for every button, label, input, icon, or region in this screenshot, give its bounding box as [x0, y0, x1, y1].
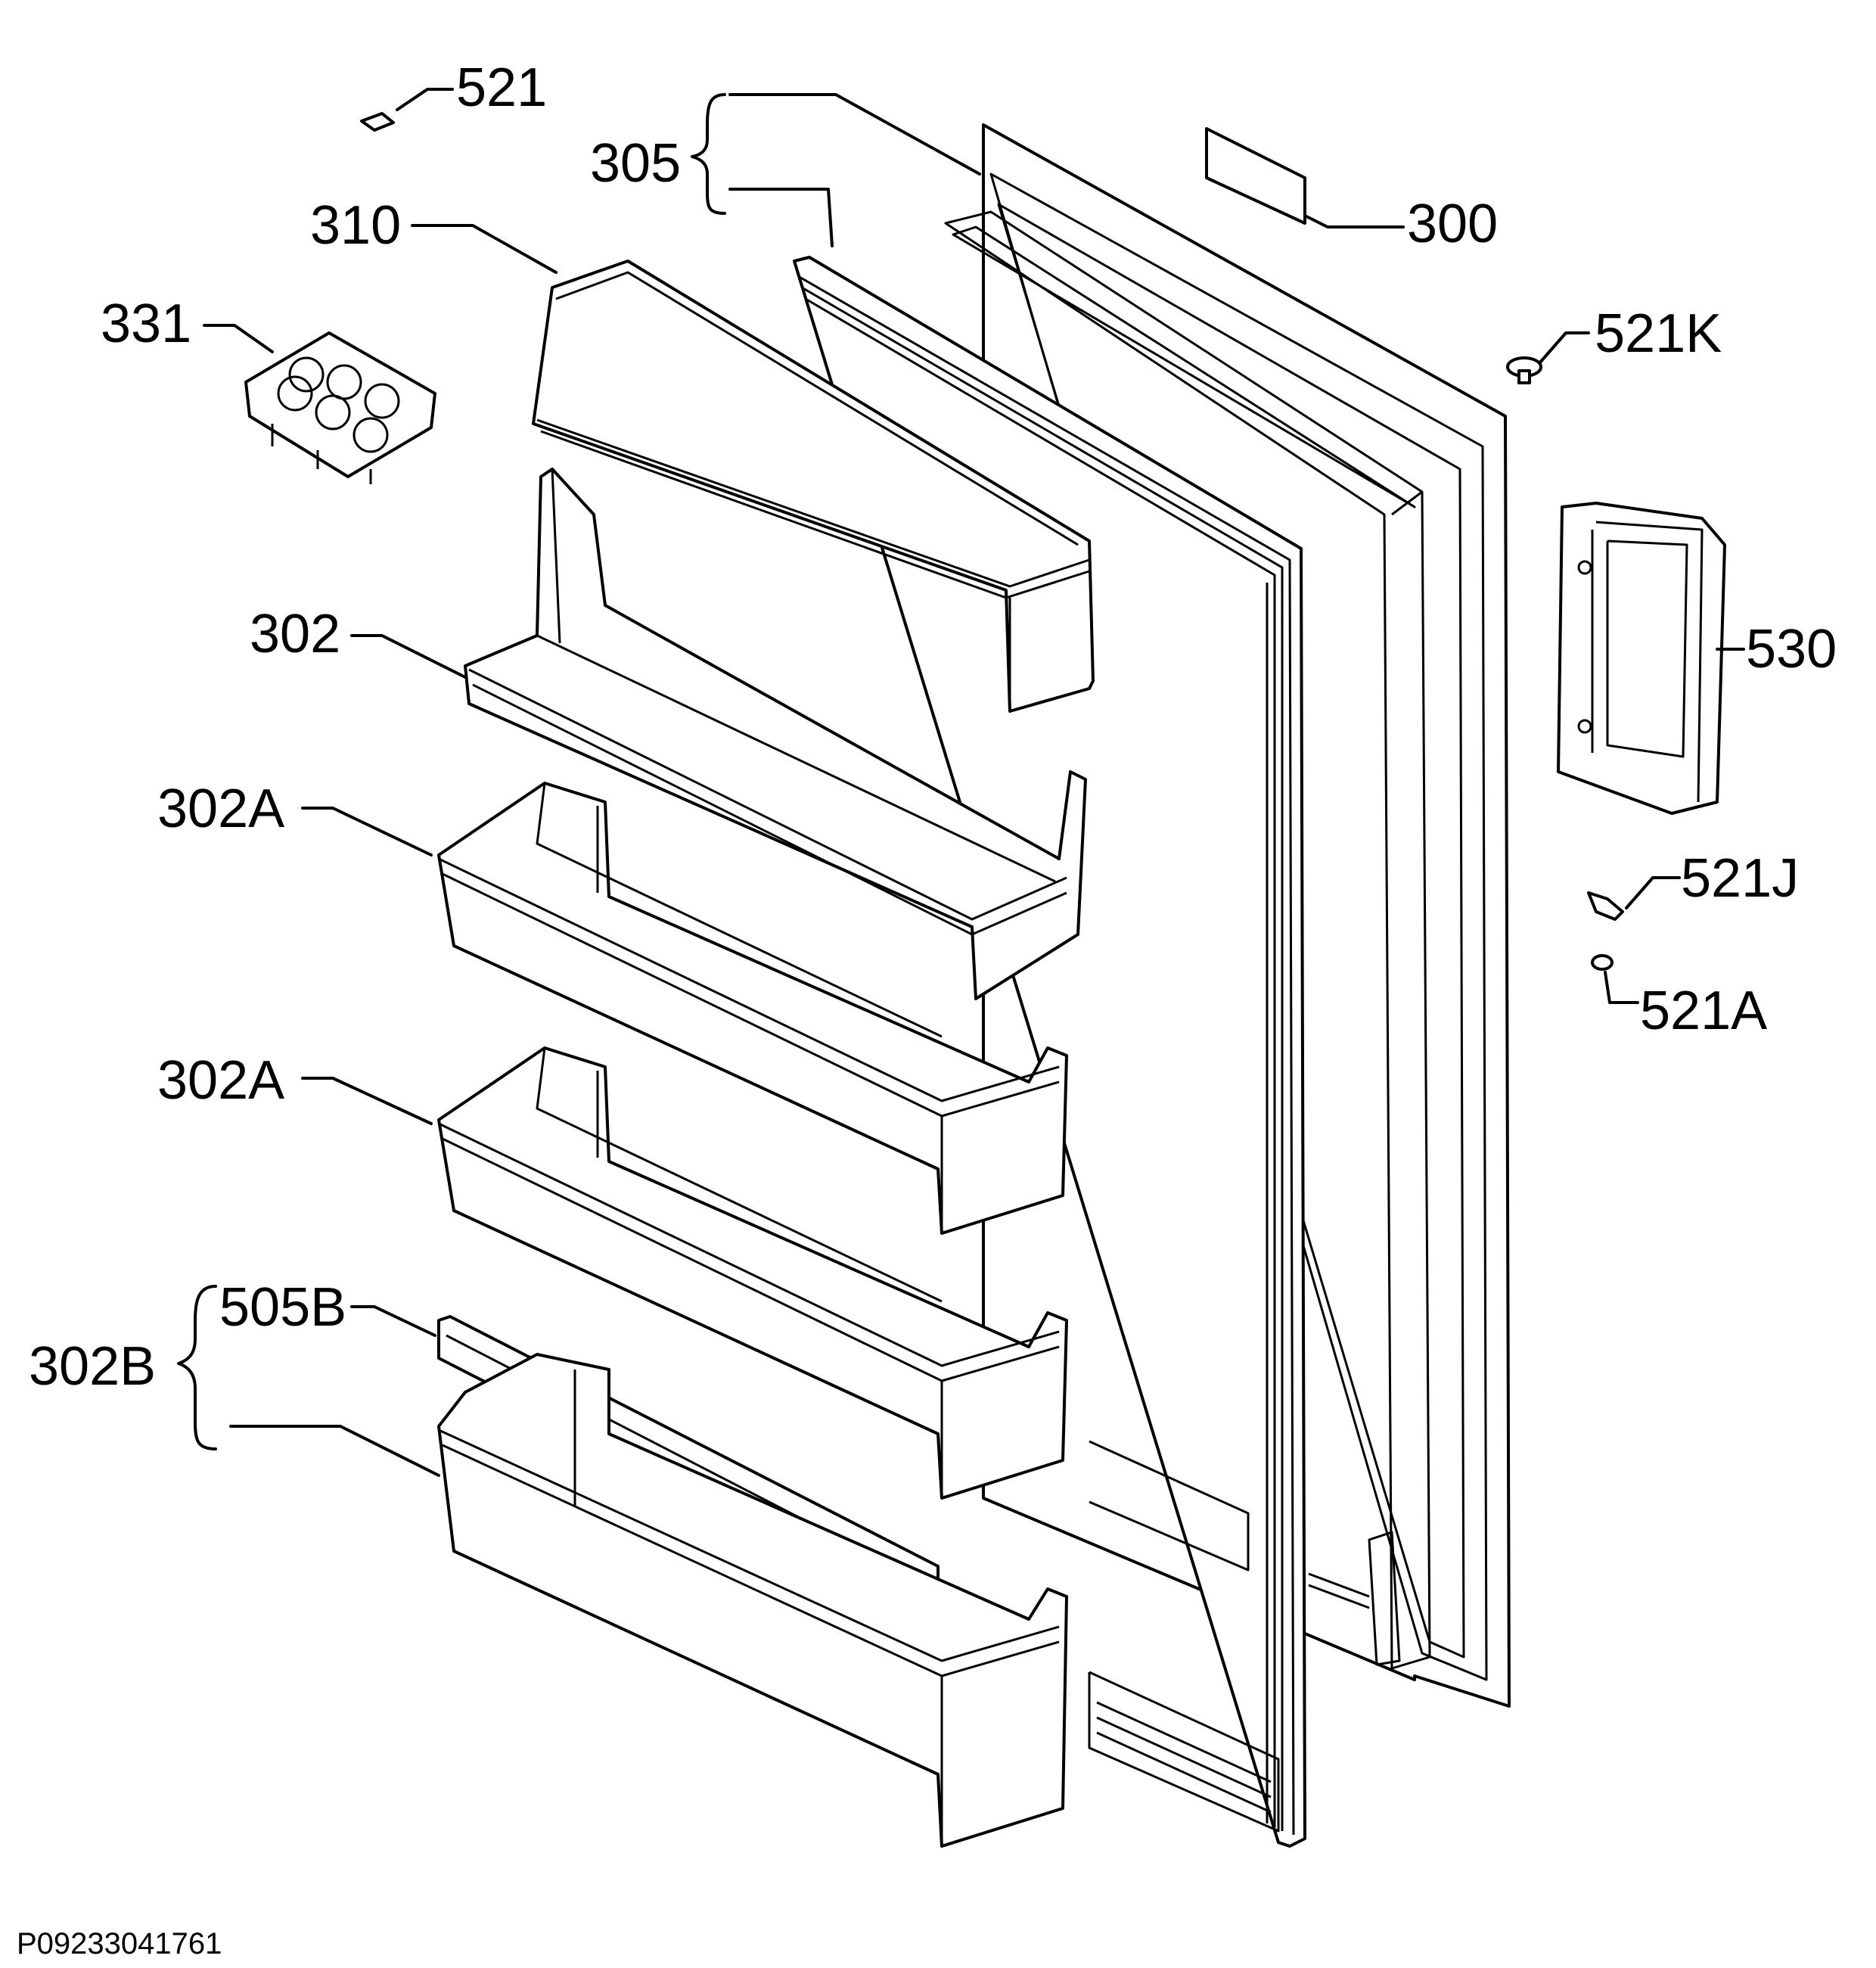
washer-521a — [1591, 954, 1614, 971]
egg-tray — [244, 331, 436, 484]
label-302a-lower: 302A — [157, 1050, 284, 1111]
label-521j: 521J — [1681, 848, 1799, 909]
rating-plate — [1205, 127, 1306, 225]
screw-521k — [1506, 356, 1542, 384]
dairy-compartment — [532, 260, 1095, 713]
door-shelf-302 — [464, 468, 1087, 1000]
drawing-code: P09233041761 — [17, 1927, 222, 1960]
door-handle — [1557, 502, 1726, 815]
label-521k: 521K — [1595, 303, 1722, 364]
label-300: 300 — [1407, 194, 1498, 254]
leader-lines — [177, 88, 1745, 1477]
label-305: 305 — [590, 133, 681, 194]
door-shelf-302a-upper — [437, 782, 1068, 1235]
screw-521j — [1587, 891, 1624, 921]
label-302b: 302B — [29, 1336, 156, 1397]
door-shelf-302a-lower — [437, 1046, 1068, 1500]
label-521a: 521A — [1640, 981, 1767, 1041]
label-302a-upper: 302A — [157, 779, 284, 839]
label-310: 310 — [310, 195, 401, 256]
label-505b: 505B — [219, 1277, 346, 1338]
label-521: 521 — [456, 58, 547, 118]
label-302: 302 — [250, 604, 340, 664]
label-331: 331 — [101, 294, 191, 354]
door-shelf-302b — [437, 1353, 1068, 1848]
screw-521 — [360, 112, 395, 132]
label-530: 530 — [1746, 619, 1837, 679]
part-labels: 521 305 300 310 331 521K 302 530 302A 52… — [17, 58, 1837, 1960]
